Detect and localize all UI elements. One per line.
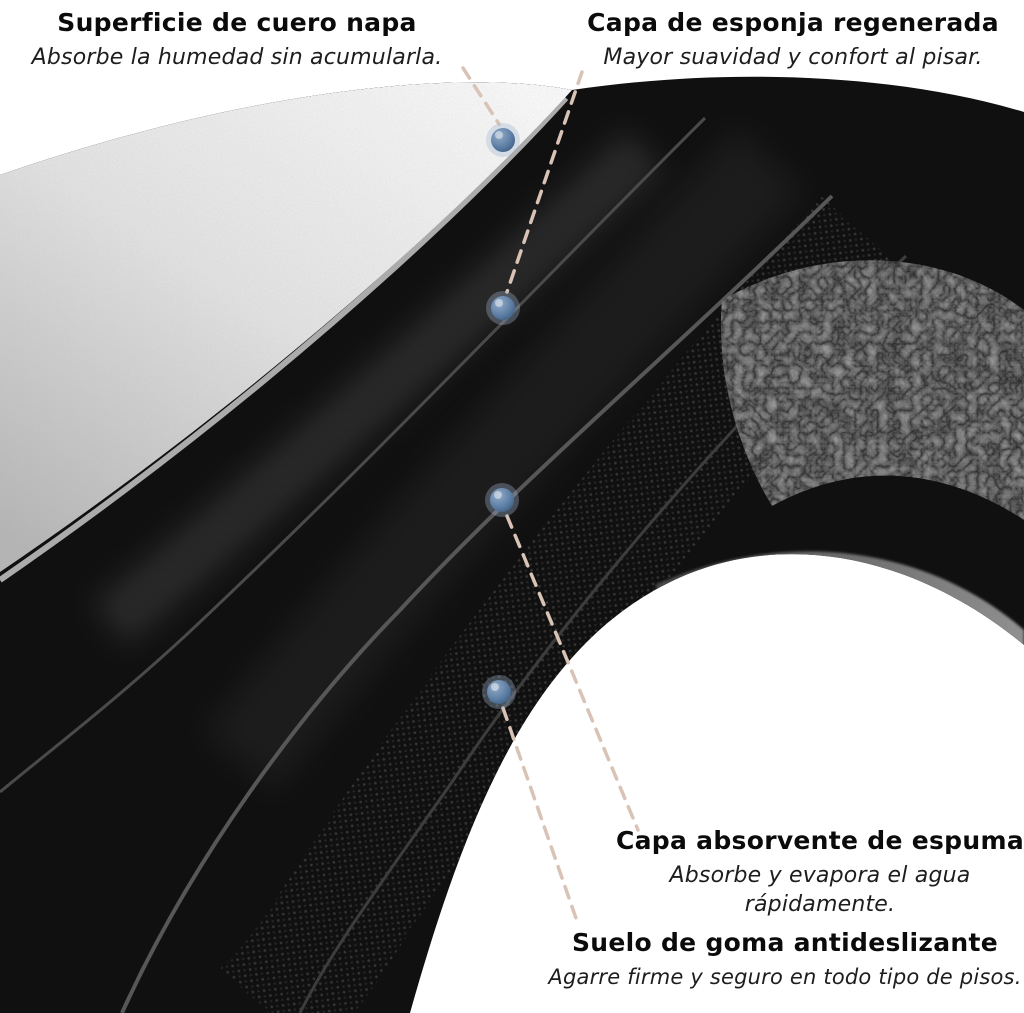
layer-markers [482, 123, 520, 709]
label-goma-antideslizante: Suelo de goma antideslizante Agarre firm… [548, 928, 1021, 991]
label-cuero-napa: Superficie de cuero napa Absorbe la hume… [32, 8, 443, 73]
label-esponja-subtitle: Mayor suavidad y confort al pisar. [603, 45, 983, 70]
layer-edge-1 [0, 116, 707, 794]
layer-edge-2 [120, 194, 834, 1013]
leather-thickness-edge [0, 95, 569, 583]
label-cuero-napa-title: Superficie de cuero napa [57, 8, 417, 37]
layer-dot-goma [482, 675, 516, 709]
label-goma-title: Suelo de goma antideslizante [571, 928, 999, 957]
sponge-band-light [205, 129, 803, 789]
leader-line-goma [501, 706, 580, 926]
gloss-highlight [92, 129, 664, 647]
sponge-texture-patch [720, 260, 1024, 520]
label-goma-subtitle: Agarre firme y seguro en todo tipo de pi… [548, 965, 1022, 989]
label-espuma-absorvente: Capa absorvente de espuma Absorbe y evap… [616, 826, 1024, 919]
label-espuma-subtitle: Absorbe y evapora el agua rápidamente. [669, 863, 971, 917]
leader-line-esponja [505, 70, 584, 294]
label-esponja-regenerada: Capa de esponja regenerada Mayor suavida… [587, 8, 999, 73]
leather-surface [0, 82, 572, 572]
leader-line-napa [461, 66, 501, 126]
label-esponja-title: Capa de esponja regenerada [587, 8, 999, 37]
layer-dot-esponja [486, 291, 520, 325]
label-cuero-napa-subtitle: Absorbe la humedad sin acumularla. [31, 45, 443, 70]
layer-dot-espuma [485, 483, 519, 517]
leader-lines [461, 66, 640, 926]
layer-dot-napa [486, 123, 520, 157]
label-espuma-title: Capa absorvente de espuma [615, 826, 1024, 855]
leader-line-espuma [505, 514, 640, 832]
